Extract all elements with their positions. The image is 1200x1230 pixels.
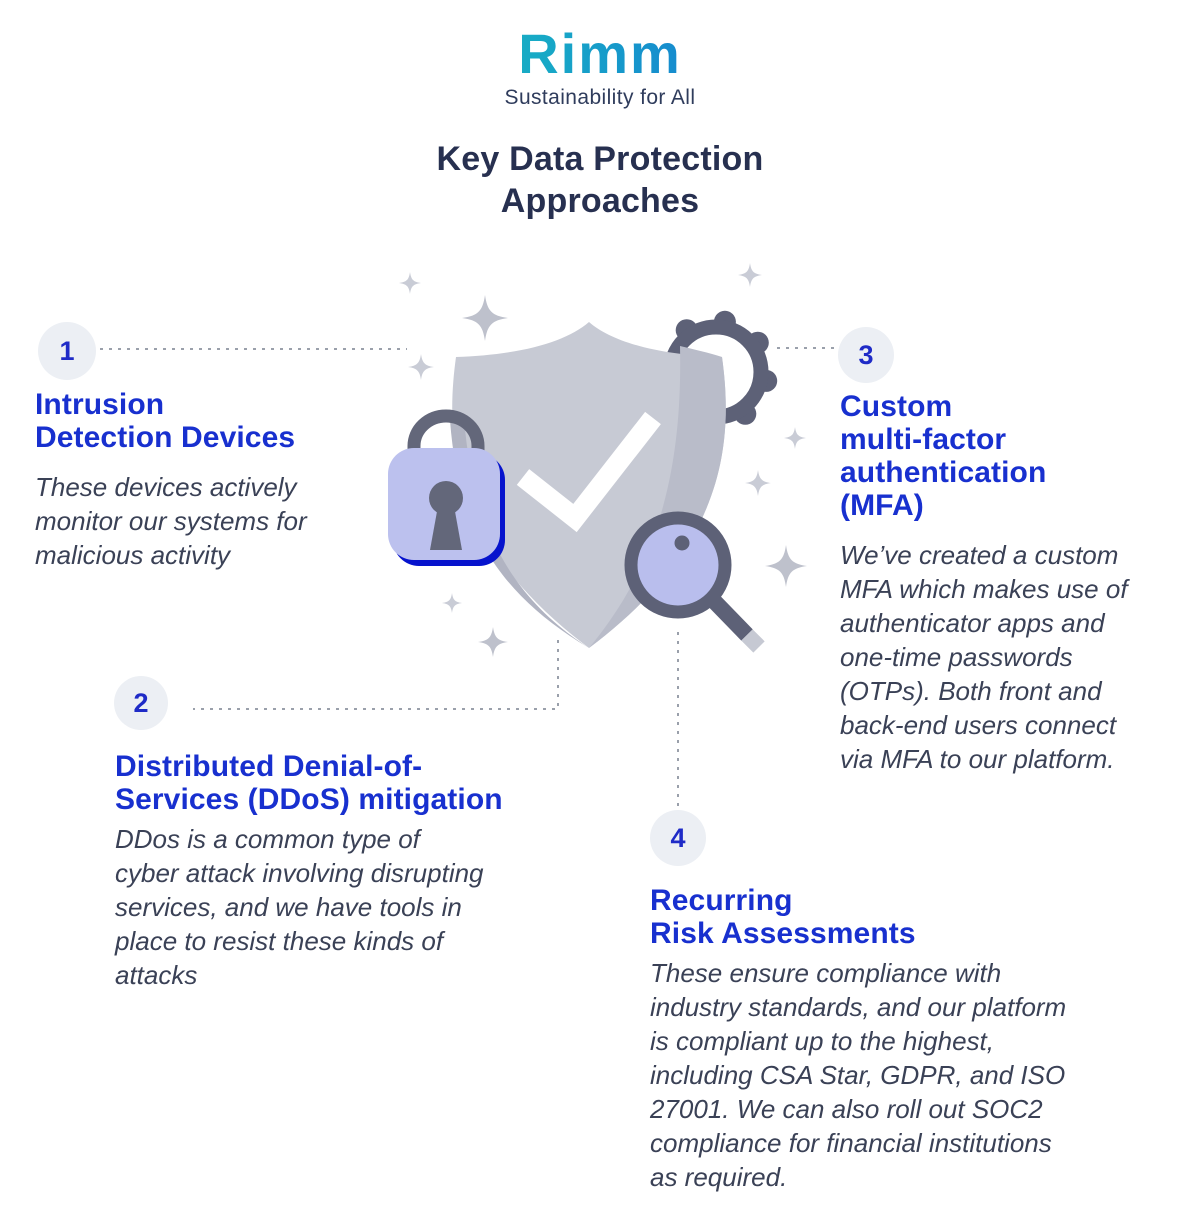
padlock-icon <box>388 409 505 566</box>
checkmark-icon <box>516 411 661 533</box>
section-2-body: DDos is a common type of cyber attack in… <box>115 824 484 990</box>
step-number-2: 2 <box>133 687 149 718</box>
keyhole-icon <box>429 481 463 550</box>
section-1-body: These devices actively monitor our syste… <box>35 472 307 570</box>
magnifier-icon <box>624 511 765 653</box>
connector-line-2 <box>193 640 559 710</box>
step-badge-2: 2 <box>114 676 168 730</box>
section-2-heading: Distributed Denial-of- Services (DDoS) m… <box>115 750 503 816</box>
section-3-body: We’ve created a custom MFA which makes u… <box>840 540 1128 774</box>
section-4-body: These ensure compliance with industry st… <box>650 958 1067 1192</box>
step-badge-1: 1 <box>38 322 96 380</box>
section-4-heading: Recurring Risk Assessments <box>650 884 916 950</box>
step-number-1: 1 <box>59 335 75 366</box>
step-number-3: 3 <box>858 339 874 370</box>
dashed-connectors <box>100 347 836 806</box>
step-badge-3: 3 <box>838 327 894 383</box>
step-number-4: 4 <box>670 822 686 853</box>
sparkle-icons <box>399 263 807 657</box>
step-badge-4: 4 <box>650 810 706 866</box>
brand-tagline: Sustainability for All <box>504 86 696 109</box>
page-title: Key Data Protection Approaches <box>436 140 764 220</box>
section-1-heading: Intrusion Detection Devices <box>35 388 296 454</box>
brand-logo: Rimm <box>0 26 1200 82</box>
section-3-heading: Custom multi-factor authentication (MFA) <box>840 390 1047 522</box>
